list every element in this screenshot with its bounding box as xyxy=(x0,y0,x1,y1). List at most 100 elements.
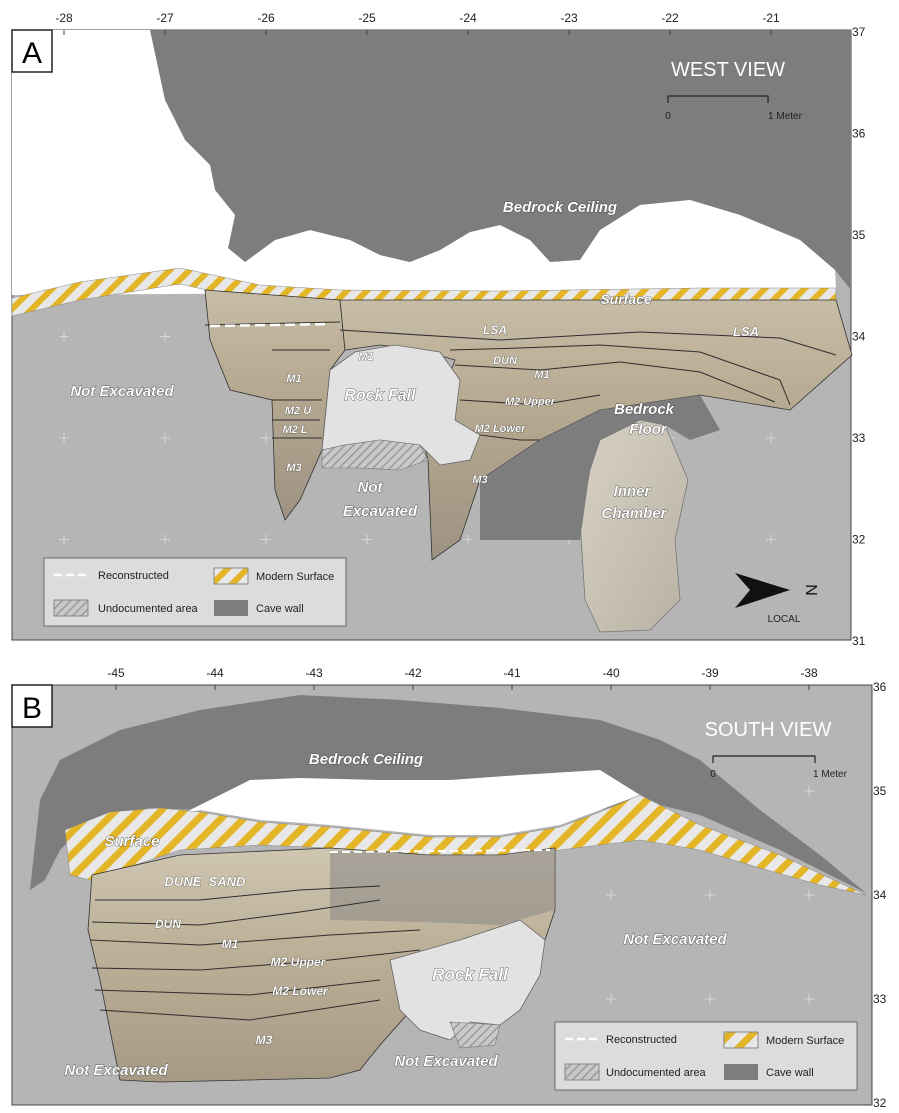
label-dune-sand: DUNE SAND xyxy=(165,874,247,889)
x-tick-label: -38 xyxy=(800,666,818,680)
legend-a xyxy=(43,557,347,627)
label-m2-upper: M2 Upper xyxy=(505,396,556,408)
y-tick-label: 33 xyxy=(852,431,866,445)
scale-end-b: 1 Meter xyxy=(813,769,848,780)
grid-cross xyxy=(766,433,776,443)
legend-modern-surface-label: Modern Surface xyxy=(256,571,334,583)
label-lsa-1: LSA xyxy=(483,323,507,337)
x-tick-label: -22 xyxy=(661,11,679,25)
scale-start-a: 0 xyxy=(665,111,671,122)
y-tick-label: 35 xyxy=(852,228,866,242)
x-tick-label: -40 xyxy=(602,666,620,680)
panel-b-figure: Bedrock Ceiling Surface DUNE SAND DUN M1… xyxy=(11,666,887,1110)
x-tick-label: -45 xyxy=(107,666,125,680)
y-tick-label: 32 xyxy=(852,533,866,547)
grid-cross xyxy=(705,994,715,1004)
y-tick-label: 34 xyxy=(852,330,866,344)
label-m2-l: M2 L xyxy=(282,424,307,436)
x-tick-label: -21 xyxy=(762,11,780,25)
label-m3-b-panel: M3 xyxy=(256,1033,273,1047)
scale-bar-b xyxy=(712,755,816,763)
legend-modern-surface-swatch-b xyxy=(723,1031,759,1049)
grid-cross xyxy=(606,994,616,1004)
y-tick-label: 33 xyxy=(873,992,887,1006)
label-m2-lower: M2 Lower xyxy=(475,423,526,435)
label-m2-u: M2 U xyxy=(285,405,312,417)
label-not-excavated-mid-1: Not xyxy=(358,479,384,496)
label-m1-a: M1 xyxy=(358,351,373,363)
legend-cave-wall-label-b: Cave wall xyxy=(766,1067,814,1079)
y-tick-label: 36 xyxy=(852,127,866,141)
grid-cross xyxy=(59,534,69,545)
grid-cross xyxy=(804,994,814,1004)
bedrock-floor-shape xyxy=(480,395,720,540)
y-tick-label: 36 xyxy=(873,680,887,694)
label-bedrock-ceiling: Bedrock Ceiling xyxy=(503,199,617,216)
section-right-dark-b xyxy=(330,848,555,925)
label-m1-b: M1 xyxy=(534,369,549,381)
grid-cross xyxy=(160,534,170,545)
x-tick-label: -42 xyxy=(404,666,422,680)
label-bedrock-floor-2: Floor xyxy=(629,421,668,438)
label-m3-a: M3 xyxy=(286,462,301,474)
x-tick-label: -25 xyxy=(358,11,376,25)
label-m2-lower-b: M2 Lower xyxy=(272,984,329,998)
grid-cross xyxy=(59,433,69,443)
north-local-label: LOCAL xyxy=(768,614,801,625)
legend-undocumented-swatch xyxy=(53,599,89,617)
y-tick-label: 31 xyxy=(852,634,866,648)
legend-modern-surface-label-b: Modern Surface xyxy=(766,1035,844,1047)
view-title-a: WEST VIEW xyxy=(671,59,785,81)
y-tick-label: 34 xyxy=(873,888,887,902)
y-tick-label: 37 xyxy=(852,25,866,39)
x-tick-label: -24 xyxy=(459,11,477,25)
legend-reconstructed-label: Reconstructed xyxy=(98,570,169,582)
scale-start-b: 0 xyxy=(710,769,716,780)
label-m3-b: M3 xyxy=(472,474,487,486)
grid-cross xyxy=(59,331,69,342)
label-rock-fall-b: Rock Fall xyxy=(432,965,509,984)
grid-cross xyxy=(261,433,271,443)
legend-cave-wall-swatch-b xyxy=(724,1064,758,1080)
y-tick-label: 32 xyxy=(873,1096,887,1108)
grid-cross xyxy=(160,433,170,443)
label-rock-fall: Rock Fall xyxy=(344,387,416,404)
view-title-b: SOUTH VIEW xyxy=(705,719,832,741)
grid-cross xyxy=(261,534,271,545)
reconstructed-line-b xyxy=(329,849,551,853)
grid-cross xyxy=(606,890,616,900)
cave-void xyxy=(12,30,836,295)
panel-a-figure: Bedrock Ceiling Surface LSA LSA M1 DUN M… xyxy=(11,11,866,648)
scale-end-a: 1 Meter xyxy=(768,111,803,122)
label-m1-c: M1 xyxy=(286,373,301,385)
undocumented-area-b xyxy=(449,1021,501,1049)
grid-cross xyxy=(804,786,814,796)
north-letter: N xyxy=(804,584,821,596)
panel-letter-box-a xyxy=(11,29,53,73)
x-tick-label: -44 xyxy=(206,666,224,680)
north-arrow-icon xyxy=(735,573,790,608)
y-tick-label: 35 xyxy=(873,784,887,798)
label-inner-chamber-2: Chamber xyxy=(601,505,667,522)
legend-cave-wall-swatch xyxy=(214,600,248,616)
inner-chamber-shape xyxy=(579,419,689,633)
rock-fall-shape-b xyxy=(389,919,546,1041)
label-m2-upper-b: M2 Upper xyxy=(271,955,327,969)
x-tick-label: -28 xyxy=(55,11,73,25)
label-m1-b-panel: M1 xyxy=(222,937,239,951)
label-dun-b: DUN xyxy=(155,917,181,931)
grid-cross xyxy=(705,890,715,900)
x-tick-label: -43 xyxy=(305,666,323,680)
layer-lines-b xyxy=(89,885,421,1021)
x-tick-label: -41 xyxy=(503,666,521,680)
ceiling-lobe xyxy=(240,200,575,262)
legend-undocumented-swatch-b xyxy=(564,1063,600,1081)
legend-undocumented-label-b: Undocumented area xyxy=(606,1067,707,1079)
cave-void-b xyxy=(180,770,640,835)
panel-b: Bedrock Ceiling Surface DUNE SAND DUN M1… xyxy=(0,650,899,1110)
x-tick-label: -26 xyxy=(257,11,275,25)
undocumented-area xyxy=(321,439,429,471)
x-tick-label: -23 xyxy=(560,11,578,25)
